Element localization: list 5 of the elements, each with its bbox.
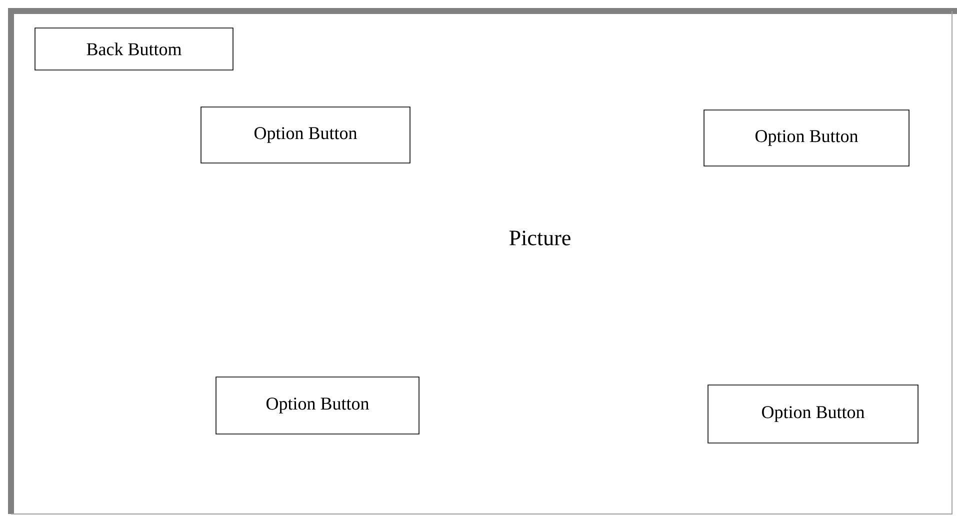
button: Option Button [708, 384, 918, 444]
button: Option Button [704, 110, 910, 166]
button: Option Button [200, 106, 410, 164]
button: Option Button [216, 376, 420, 434]
button: Back Buttom [34, 28, 234, 70]
